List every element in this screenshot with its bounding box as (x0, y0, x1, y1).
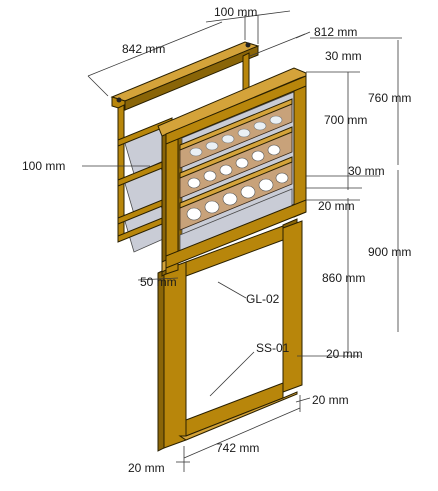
dim-left-leg: 20 mm (128, 461, 165, 475)
dim-top-length: 842 mm (122, 42, 165, 56)
dim-cabinet-total: 760 mm (368, 91, 411, 105)
dim-leg-width: 20 mm (312, 393, 349, 407)
dim-stand-width: 742 mm (216, 441, 259, 455)
dim-side-depth: 100 mm (22, 159, 65, 173)
dim-top-rail: 30 mm (325, 49, 362, 63)
dim-stand-inner: 860 mm (322, 271, 365, 285)
stand-frame (157, 218, 303, 452)
front-cabinet (157, 67, 307, 277)
dim-mid-rail: 30 mm (348, 164, 385, 178)
dim-cabinet-height: 700 mm (324, 113, 367, 127)
dim-bottom-rail: 20 mm (318, 199, 355, 213)
dimension-lines (82, 10, 402, 472)
dim-top-depth: 100 mm (214, 5, 257, 19)
cabinet-side (117, 117, 173, 253)
dim-post-depth: 50 mm (140, 275, 177, 289)
part-label-glass: GL-02 (246, 292, 280, 306)
part-label-stand: SS-01 (256, 341, 290, 355)
dim-top-width: 812 mm (314, 25, 357, 39)
dim-stand-bottom: 20 mm (326, 347, 363, 361)
dim-stand-total: 900 mm (368, 245, 411, 259)
